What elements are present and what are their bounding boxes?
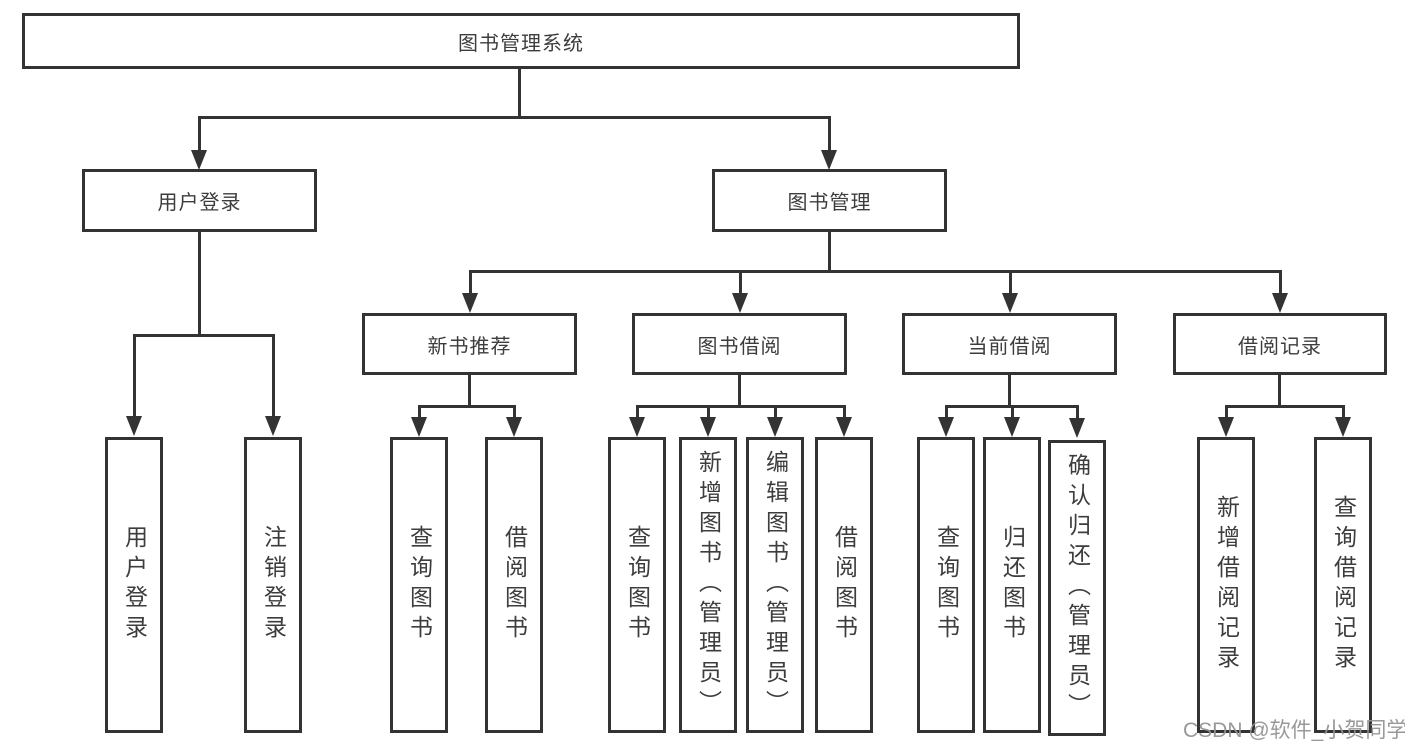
connector-drop-book-mgmt — [828, 116, 831, 152]
arrow-down-icon — [938, 417, 954, 437]
connector-drop — [707, 405, 710, 418]
node-leaf-bb-query-book: 查询图书 — [608, 437, 666, 733]
node-label: 借阅图书 — [501, 525, 528, 645]
arrow-down-icon — [191, 150, 207, 170]
connector-drop-current-borrow — [1009, 270, 1012, 294]
node-label: 编辑图书（管理员） — [762, 450, 789, 720]
connector-bb-hbar — [636, 405, 846, 408]
node-leaf-cb-query-book: 查询图书 — [917, 437, 975, 733]
connector-drop-borrow-records — [1279, 270, 1282, 294]
node-leaf-cb-return-book: 归还图书 — [983, 437, 1041, 733]
node-label: 新增图书（管理员） — [695, 450, 722, 720]
node-label: 查询图书 — [406, 525, 433, 645]
node-book-management: 图书管理 — [712, 169, 947, 232]
node-label: 借阅图书 — [831, 525, 858, 645]
connector-drop-user-login — [198, 116, 201, 152]
connector-drop — [513, 405, 516, 418]
arrow-down-icon — [1004, 417, 1020, 437]
connector-drop-leaf-logout — [272, 334, 275, 416]
node-library-management-system: 图书管理系统 — [22, 13, 1020, 69]
connector-rec-hbar — [418, 405, 516, 408]
arrow-down-icon — [1069, 418, 1085, 438]
connector-root-stem — [518, 69, 521, 118]
node-leaf-br-query-record: 查询借阅记录 — [1314, 437, 1372, 733]
connector-bb-stem — [738, 375, 741, 408]
node-leaf-bb-borrow-book: 借阅图书 — [815, 437, 873, 733]
arrow-down-icon — [767, 417, 783, 437]
arrow-down-icon — [1335, 417, 1351, 437]
node-label: 查询图书 — [624, 525, 651, 645]
connector-userlogin-stem — [198, 232, 201, 336]
node-label: 用户登录 — [121, 525, 148, 645]
connector-drop — [1076, 405, 1079, 418]
node-label: 查询图书 — [933, 525, 960, 645]
connector-drop — [1011, 405, 1014, 418]
node-label: 新增借阅记录 — [1213, 495, 1240, 675]
arrow-down-icon — [732, 293, 748, 313]
connector-drop — [636, 405, 639, 418]
connector-drop — [1342, 405, 1345, 418]
node-current-borrowing: 当前借阅 — [902, 313, 1117, 375]
arrow-down-icon — [1002, 293, 1018, 313]
node-leaf-cb-confirm-return-admin: 确认归还（管理员） — [1048, 440, 1106, 736]
arrow-down-icon — [1218, 417, 1234, 437]
node-user-login: 用户登录 — [82, 169, 317, 232]
node-label: 归还图书 — [999, 525, 1026, 645]
arrow-down-icon — [265, 416, 281, 436]
arrow-down-icon — [629, 417, 645, 437]
arrow-down-icon — [836, 417, 852, 437]
connector-drop — [418, 405, 421, 418]
node-label: 确认归还（管理员） — [1064, 453, 1091, 723]
node-leaf-bb-add-book-admin: 新增图书（管理员） — [679, 437, 737, 733]
node-leaf-rec-borrow-book: 借阅图书 — [485, 437, 543, 733]
node-book-borrowing: 图书借阅 — [632, 313, 847, 375]
arrow-down-icon — [126, 416, 142, 436]
connector-bookmgmt-hbar — [469, 270, 1282, 273]
connector-drop-book-borrow — [739, 270, 742, 294]
connector-br-hbar — [1225, 405, 1345, 408]
connector-drop — [774, 405, 777, 418]
connector-root-hbar — [198, 116, 831, 119]
node-leaf-logout: 注销登录 — [244, 437, 302, 733]
node-borrowing-records: 借阅记录 — [1173, 313, 1387, 375]
arrow-down-icon — [700, 417, 716, 437]
node-label: 注销登录 — [260, 525, 287, 645]
arrow-down-icon — [821, 150, 837, 170]
connector-drop — [945, 405, 948, 418]
node-leaf-rec-query-book: 查询图书 — [390, 437, 448, 733]
connector-bookmgmt-stem — [828, 232, 831, 272]
connector-cb-stem — [1008, 375, 1011, 408]
connector-drop-new-book-rec — [469, 270, 472, 294]
arrow-down-icon — [411, 417, 427, 437]
arrow-down-icon — [462, 293, 478, 313]
csdn-watermark: CSDN @软件_小贺同学 — [1183, 719, 1405, 742]
connector-br-stem — [1278, 375, 1281, 408]
node-leaf-bb-edit-book-admin: 编辑图书（管理员） — [746, 437, 804, 733]
node-leaf-user-login: 用户登录 — [105, 437, 163, 733]
node-new-book-recommendation: 新书推荐 — [362, 313, 577, 375]
node-label: 查询借阅记录 — [1330, 495, 1357, 675]
node-leaf-br-add-record: 新增借阅记录 — [1197, 437, 1255, 733]
arrow-down-icon — [506, 417, 522, 437]
connector-drop — [1225, 405, 1228, 418]
connector-drop-leaf-login — [133, 334, 136, 416]
connector-rec-stem — [468, 375, 471, 408]
connector-drop — [843, 405, 846, 418]
arrow-down-icon — [1272, 293, 1288, 313]
connector-userlogin-hbar — [133, 334, 274, 337]
